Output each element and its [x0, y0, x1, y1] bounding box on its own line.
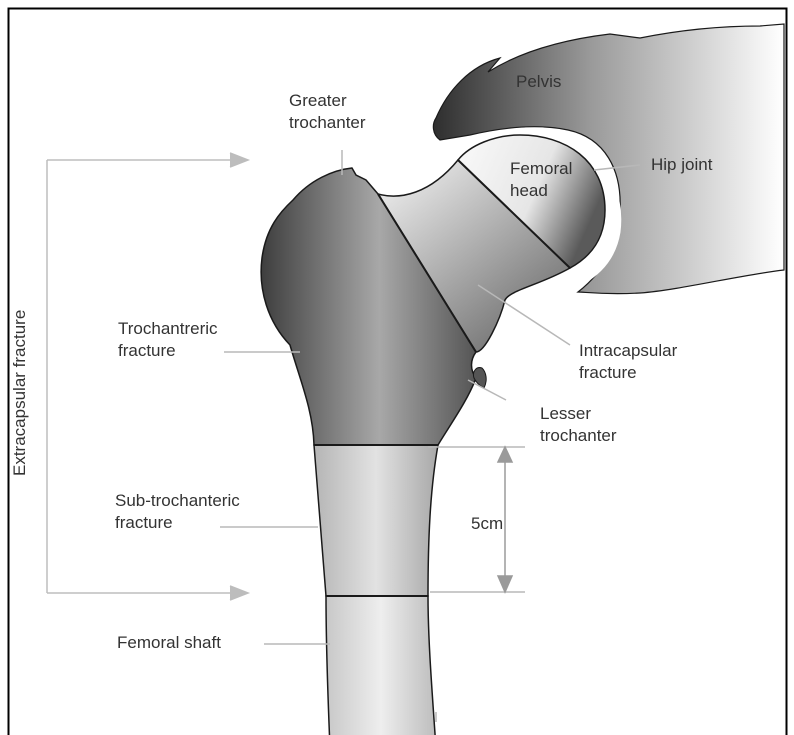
label-lesser-trochanter-1: Lesser [540, 403, 591, 425]
label-trochanteric-2: fracture [118, 340, 176, 362]
femoral-shaft [326, 596, 436, 735]
label-greater-trochanter-1: Greater [289, 90, 347, 112]
label-femoral-shaft: Femoral shaft [117, 632, 221, 654]
label-pelvis: Pelvis [516, 71, 561, 93]
label-femoral-head-1: Femoral [510, 158, 572, 180]
label-intracapsular-2: fracture [579, 362, 637, 384]
label-femoral-head-2: head [510, 180, 548, 202]
subtrochanteric-segment [314, 445, 438, 596]
label-distance: 5cm [471, 513, 503, 535]
label-extracapsular-fracture: Extracapsular fracture [10, 310, 30, 476]
label-lesser-trochanter-2: trochanter [540, 425, 617, 447]
label-subtrochanteric-1: Sub-trochanteric [115, 490, 240, 512]
label-hip-joint: Hip joint [651, 154, 712, 176]
label-subtrochanteric-2: fracture [115, 512, 173, 534]
label-intracapsular-1: Intracapsular [579, 340, 677, 362]
label-greater-trochanter-2: trochanter [289, 112, 366, 134]
lesser-trochanter [473, 368, 486, 388]
label-trochanteric-1: Trochantreric [118, 318, 218, 340]
